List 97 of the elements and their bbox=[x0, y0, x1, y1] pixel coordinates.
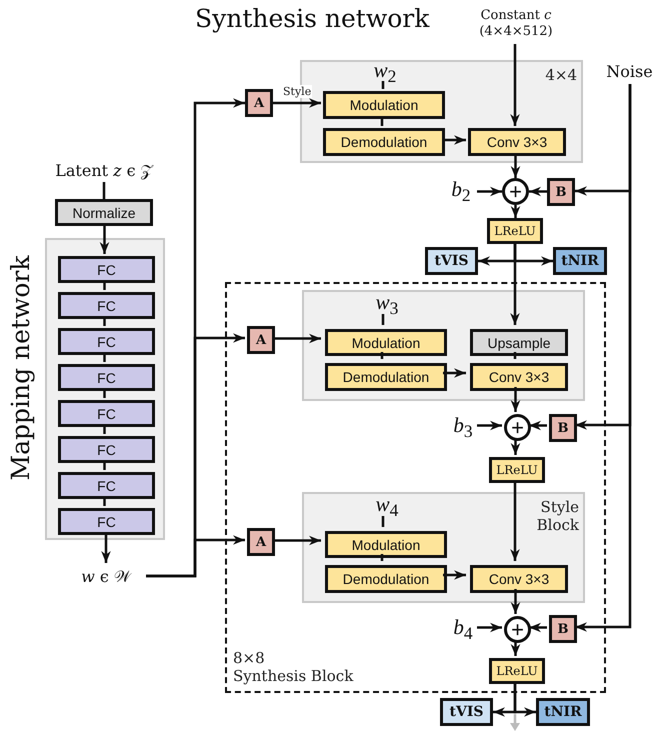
fc-layer-box: FC bbox=[58, 508, 155, 535]
connector-line bbox=[103, 317, 106, 326]
math-label: b$_{3}$ bbox=[447, 414, 479, 442]
arrow bbox=[510, 244, 520, 325]
arrow bbox=[443, 135, 466, 145]
arrow bbox=[146, 535, 245, 578]
input-label: w ϵ 𝒲 bbox=[66, 563, 146, 589]
input-label: Constant c (4×4×512) bbox=[456, 4, 576, 44]
sum-node: + bbox=[504, 414, 531, 441]
arrow bbox=[510, 387, 520, 412]
arrow bbox=[273, 334, 321, 344]
layer-box: Demodulation bbox=[323, 128, 445, 156]
layer-box: Demodulation bbox=[325, 565, 447, 593]
arrow bbox=[510, 481, 520, 561]
fc-layer-box: FC bbox=[58, 328, 155, 355]
math-label: w$_{4}$ bbox=[366, 494, 408, 520]
affine-box: A bbox=[247, 326, 275, 354]
arrow bbox=[100, 226, 110, 254]
block-label: 8×8 bbox=[233, 649, 266, 667]
arrow bbox=[477, 420, 502, 430]
arrow bbox=[514, 682, 536, 717]
arrow bbox=[477, 186, 502, 196]
arrow bbox=[510, 205, 520, 218]
arrow bbox=[273, 98, 321, 108]
output-box: tVIS bbox=[440, 698, 493, 726]
connector-line bbox=[103, 281, 106, 290]
layer-box: Modulation bbox=[325, 329, 447, 356]
fc-layer-box: FC bbox=[58, 364, 155, 391]
connector-line bbox=[103, 425, 106, 434]
layer-box: Upsample bbox=[470, 329, 568, 356]
output-box: tNIR bbox=[536, 698, 590, 726]
fc-layer-box: FC bbox=[58, 292, 155, 319]
edge-label: Style bbox=[282, 85, 312, 98]
fc-layer-box: FC bbox=[58, 436, 155, 463]
input-label: Noise bbox=[604, 58, 655, 84]
block-label: Style Block bbox=[536, 498, 579, 534]
layer-box: Modulation bbox=[325, 531, 447, 558]
connector-line bbox=[103, 497, 106, 506]
synthesis-block-frame bbox=[225, 282, 606, 693]
arrow bbox=[510, 439, 520, 455]
input-label: Latent z ϵ 𝒵 bbox=[40, 158, 168, 182]
connector-line bbox=[102, 182, 106, 199]
arrow bbox=[443, 570, 466, 580]
math-label: w$_{3}$ bbox=[366, 292, 408, 318]
layer-box: Modulation bbox=[323, 91, 445, 119]
diagram-title: Synthesis network bbox=[195, 4, 430, 33]
arrow bbox=[510, 589, 520, 614]
output-box: tVIS bbox=[425, 247, 478, 275]
arrow bbox=[273, 536, 321, 546]
arrow bbox=[529, 186, 547, 196]
connector-line bbox=[514, 352, 516, 359]
layer-box: Conv 3×3 bbox=[470, 363, 568, 391]
arrow bbox=[510, 44, 520, 126]
sum-node: + bbox=[504, 616, 531, 643]
connector-line bbox=[380, 117, 384, 126]
layer-box: Conv 3×3 bbox=[468, 128, 566, 156]
affine-box: B bbox=[549, 414, 577, 442]
connector-line bbox=[380, 554, 384, 561]
layer-box: Normalize bbox=[55, 199, 153, 226]
connector-line bbox=[103, 389, 106, 398]
activation-box: LReLU bbox=[489, 457, 545, 483]
affine-box: B bbox=[549, 615, 577, 643]
sum-node: + bbox=[502, 178, 529, 205]
connector-line bbox=[382, 81, 384, 89]
arrow bbox=[101, 533, 111, 563]
affine-box: B bbox=[547, 178, 575, 206]
output-box: tNIR bbox=[553, 247, 607, 275]
fc-layer-box: FC bbox=[58, 472, 155, 499]
arrow bbox=[510, 154, 520, 178]
affine-box: A bbox=[245, 89, 273, 117]
connector-line bbox=[382, 314, 384, 325]
arrow bbox=[529, 420, 547, 430]
connector-line bbox=[103, 461, 106, 470]
math-label: b$_{4}$ bbox=[447, 616, 479, 644]
mapping-network-heading: Mapping network bbox=[5, 254, 36, 483]
connector-line bbox=[380, 352, 384, 359]
style-block-panel bbox=[302, 492, 585, 603]
fc-layer-box: FC bbox=[58, 256, 155, 283]
style-block-panel bbox=[302, 290, 585, 401]
style-block-panel bbox=[45, 238, 165, 540]
connector-line bbox=[103, 353, 106, 362]
arrow bbox=[510, 641, 520, 656]
arrow bbox=[443, 368, 466, 378]
block-label: Synthesis Block bbox=[233, 667, 354, 685]
arrow bbox=[529, 622, 547, 632]
arrow bbox=[477, 622, 502, 632]
connector-line bbox=[382, 516, 384, 527]
activation-box: LReLU bbox=[487, 218, 543, 244]
fc-layer-box: FC bbox=[58, 400, 155, 427]
affine-box: A bbox=[247, 528, 275, 556]
layer-box: Conv 3×3 bbox=[470, 565, 568, 593]
layer-box: Demodulation bbox=[325, 363, 447, 391]
arrow bbox=[575, 84, 632, 632]
math-label: w$_{2}$ bbox=[364, 62, 406, 83]
block-label: 4×4 bbox=[544, 66, 577, 84]
math-label: b$_{2}$ bbox=[445, 178, 477, 206]
activation-box: LReLU bbox=[489, 658, 545, 684]
